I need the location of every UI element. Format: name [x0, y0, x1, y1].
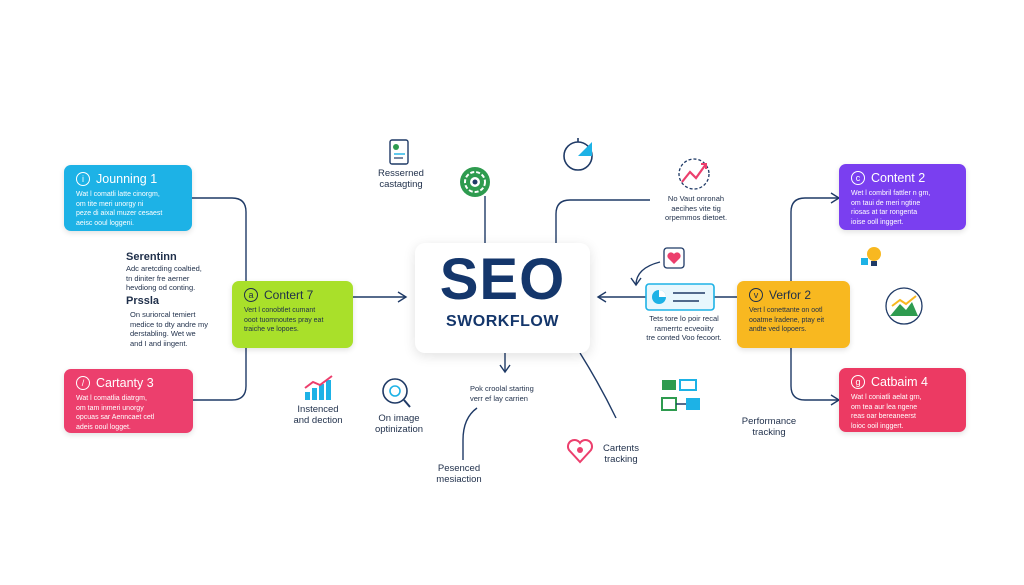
document-icon [389, 139, 409, 165]
step-box-verfor-2[interactable]: v Verfor 2 Vert l conettante on ootl ooat… [737, 281, 850, 348]
bar-chart-icon [304, 375, 333, 400]
step-description: Wat l comatlia diatrgm, om tam inmeri un… [76, 395, 155, 431]
step-description: Vert l conobtlet cumant ooot tuomnoutes … [244, 307, 324, 333]
label-pok-note: Pok croolal starting verr ef lay carrien [470, 384, 534, 403]
step-badge-icon: v [749, 288, 763, 302]
step-title: Jounning 1 [96, 172, 158, 186]
step-badge-icon: / [76, 376, 90, 390]
center-subtitle: SWORKFLOW [446, 313, 559, 330]
heart-location-icon [566, 438, 594, 464]
step-box-content-2[interactable]: c Content 2 Wet l combril fattler n gm, o… [839, 164, 966, 230]
step-description: Wat l comatli latte cinorgm, om tite mer… [76, 191, 163, 227]
list-panel-icon [645, 283, 715, 311]
label-performance-tracking: Performance tracking [741, 416, 797, 438]
label-serentinn-body: Adc aretcding coaltied, tn diniter fre a… [126, 264, 202, 292]
step-title: Cartanty 3 [96, 376, 154, 390]
compass-icon [563, 138, 593, 171]
step-badge-icon: g [851, 375, 865, 389]
lightbulb-icon [861, 247, 881, 266]
step-description: Wet l combril fattler n gm, om taui de m… [851, 190, 931, 226]
heart-card-icon [663, 247, 685, 269]
step-box-jounning-1[interactable]: i Jounning 1 Wat l comatli latte cinorgm,… [64, 165, 192, 231]
label-instenced: Instenced and dection [293, 404, 343, 426]
step-title: Content 2 [871, 171, 926, 185]
label-no-vaut: No Vaut onronah aecihes vite tig orpemmo… [664, 194, 728, 222]
label-prssla-body: On suriorcal temiert medice to dty andre… [130, 310, 208, 348]
step-description: Wat l coniatli aelat grn, om tea aur lea… [851, 394, 922, 430]
label-researched: Resserned castagting [378, 168, 424, 190]
step-title: Catbaim 4 [871, 375, 928, 389]
label-contents-tracking: Cartents tracking [603, 443, 639, 465]
label-ters-note: Tets tore lo poir recal ramerrtc ecveoii… [646, 314, 722, 342]
step-description: Vert l conettante on ootl ooatme lradene… [749, 307, 825, 333]
step-title: Verfor 2 [769, 288, 812, 302]
mountain-growth-icon [885, 287, 923, 325]
label-prssla-title: Prssla [126, 295, 160, 307]
center-card: SEO SWORKFLOW [415, 243, 590, 353]
step-box-catbaim-4[interactable]: g Catbaim 4 Wat l coniatli aelat grn, om … [839, 368, 966, 432]
image-search-icon [382, 378, 411, 408]
target-gear-icon [460, 167, 490, 197]
step-box-cartanty-3[interactable]: / Cartanty 3 Wat l comatlia diatrgm, om t… [64, 369, 193, 433]
step-badge-icon: c [851, 171, 865, 185]
step-badge-icon: i [76, 172, 90, 186]
trend-chart-icon [678, 158, 710, 190]
label-pesenced: Pesenced mesiaction [436, 463, 482, 485]
center-title: SEO [439, 247, 566, 312]
step-badge-icon: a [244, 288, 258, 302]
label-on-image: On image optinization [374, 413, 424, 435]
label-serentinn-title: Serentinn [126, 251, 177, 263]
step-title: Contert 7 [264, 288, 314, 302]
step-box-contert-7[interactable]: a Contert 7 Vert l conobtlet cumant ooot … [232, 281, 353, 348]
flowchart-icon [661, 379, 700, 411]
